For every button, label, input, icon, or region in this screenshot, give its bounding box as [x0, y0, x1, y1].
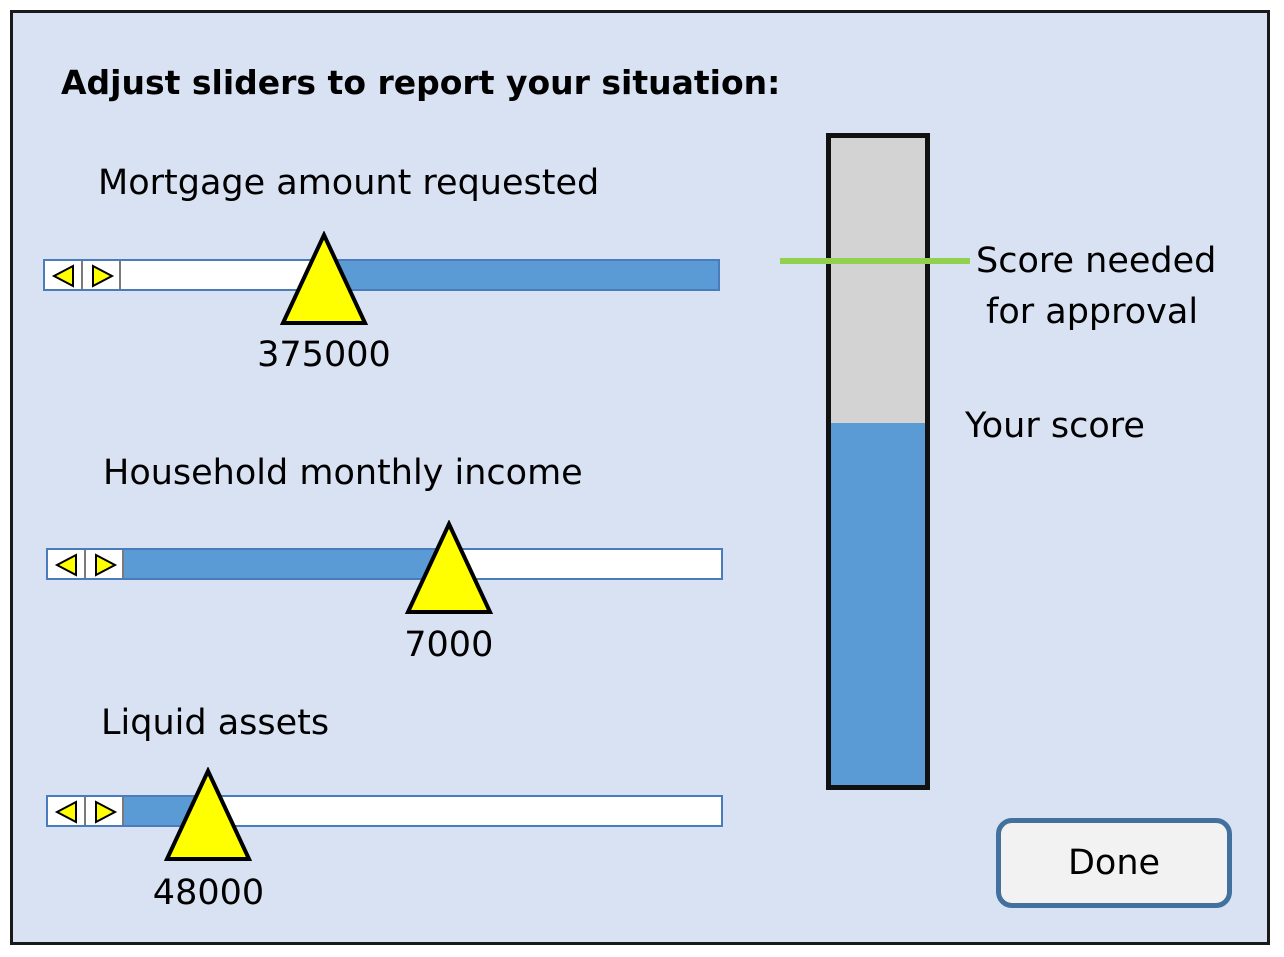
liquid-assets-thumb[interactable]	[163, 767, 253, 863]
mortgage-amount-thumb[interactable]	[279, 231, 369, 327]
increase-arrow-button[interactable]	[86, 550, 124, 578]
increase-arrow-button[interactable]	[86, 797, 124, 825]
liquid-assets-slider[interactable]	[46, 795, 723, 827]
left-arrow-icon	[54, 800, 77, 824]
left-arrow-icon	[54, 553, 77, 577]
household-income-value: 7000	[404, 625, 494, 665]
score-needed-label: Score needed for approval	[976, 236, 1216, 338]
mortgage-amount-label: Mortgage amount requested	[98, 163, 600, 203]
liquid-assets-value: 48000	[152, 873, 265, 913]
mortgage-amount-value: 375000	[257, 335, 391, 375]
mortgage-panel: Adjust sliders to report your situation:…	[10, 10, 1270, 945]
right-arrow-icon	[92, 264, 115, 288]
your-score-label: Your score	[965, 406, 1145, 446]
slider-fill	[325, 261, 718, 289]
liquid-assets-label: Liquid assets	[101, 703, 330, 743]
done-button[interactable]: Done	[996, 818, 1232, 908]
increase-arrow-button[interactable]	[83, 261, 121, 289]
score-needed-line2: for approval	[986, 291, 1199, 332]
household-income-thumb[interactable]	[404, 520, 494, 616]
left-arrow-icon	[51, 264, 74, 288]
mortgage-amount-slider[interactable]	[43, 259, 720, 291]
approval-threshold-line	[780, 258, 970, 264]
household-income-slider[interactable]	[46, 548, 723, 580]
decrease-arrow-button[interactable]	[45, 261, 83, 289]
instruction-title: Adjust sliders to report your situation:	[61, 63, 781, 102]
decrease-arrow-button[interactable]	[48, 550, 86, 578]
slider-fill	[124, 550, 451, 578]
your-score-fill	[831, 422, 925, 785]
right-arrow-icon	[95, 800, 118, 824]
score-meter	[826, 133, 930, 790]
decrease-arrow-button[interactable]	[48, 797, 86, 825]
right-arrow-icon	[95, 553, 118, 577]
household-income-label: Household monthly income	[103, 453, 583, 493]
score-needed-line1: Score needed	[976, 241, 1217, 281]
